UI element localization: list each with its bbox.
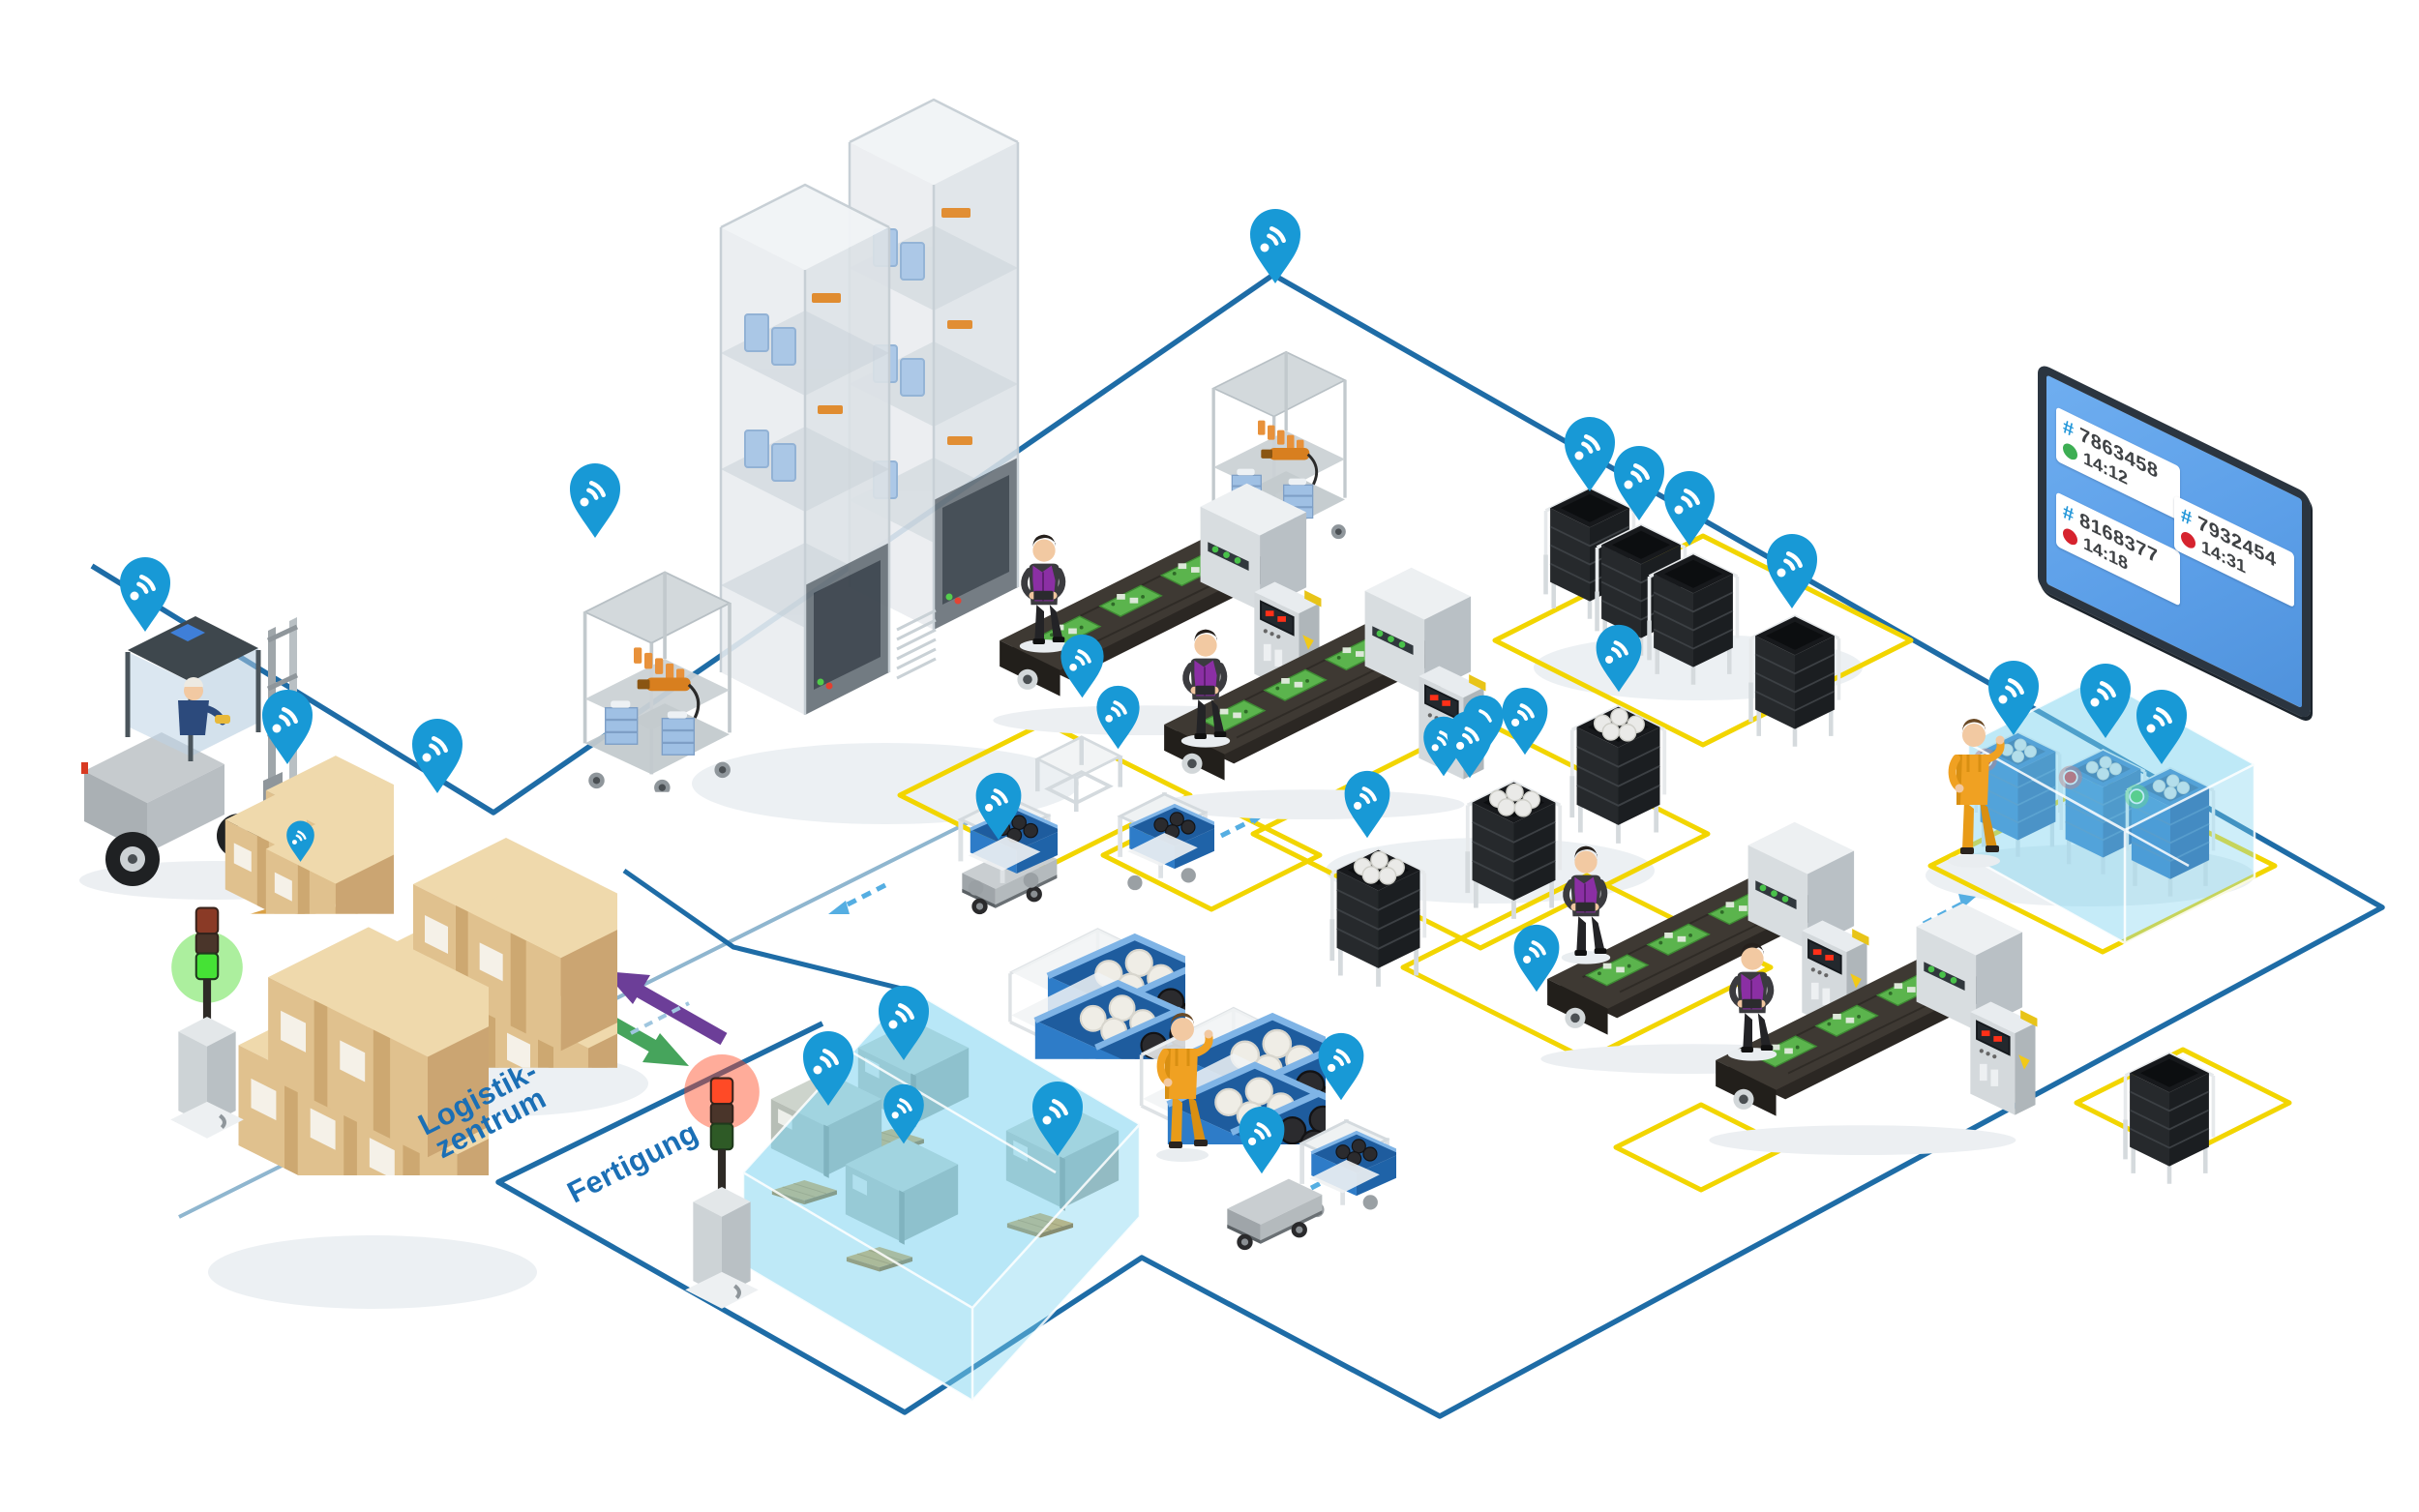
packed-machine-crate-3 <box>844 1137 960 1280</box>
status-dot <box>2063 440 2077 462</box>
parts-bin-cart-1 <box>1113 772 1214 897</box>
storage-rack-dark-5 <box>2121 1027 2218 1186</box>
storage-rack-dark-4 <box>1747 590 1843 749</box>
worker-purple-vest-2 <box>1176 617 1236 749</box>
parts-bin-cart-on-agv <box>953 774 1058 903</box>
parts-rack-3 <box>1328 822 1429 989</box>
tracked-storage-rack-3 <box>2123 743 2218 898</box>
tool-cart <box>581 566 740 792</box>
dashboard-card: #7932454 14:31 <box>2174 494 2294 608</box>
status-dot <box>2063 525 2077 548</box>
gate-step-path <box>622 868 911 993</box>
status-dot <box>2181 529 2195 551</box>
worker-purple-vest-3 <box>1556 834 1616 965</box>
hash-icon: # <box>2063 500 2075 528</box>
signal-light-logistics <box>163 882 252 1149</box>
storage-rack-dark-3 <box>1645 528 1742 687</box>
packed-machine-crate-4 <box>1004 1103 1120 1246</box>
hash-icon: # <box>2181 504 2193 531</box>
hash-icon: # <box>2063 415 2075 443</box>
agv-robot-2 <box>1211 1175 1326 1259</box>
worker-purple-vest-4 <box>1722 931 1782 1062</box>
worker-orange-overalls-1 <box>1943 704 2005 869</box>
worker-purple-vest-1 <box>1014 522 1074 654</box>
signal-light-manufacturing <box>677 1052 766 1319</box>
worker-orange-overalls-2 <box>1151 998 1213 1163</box>
